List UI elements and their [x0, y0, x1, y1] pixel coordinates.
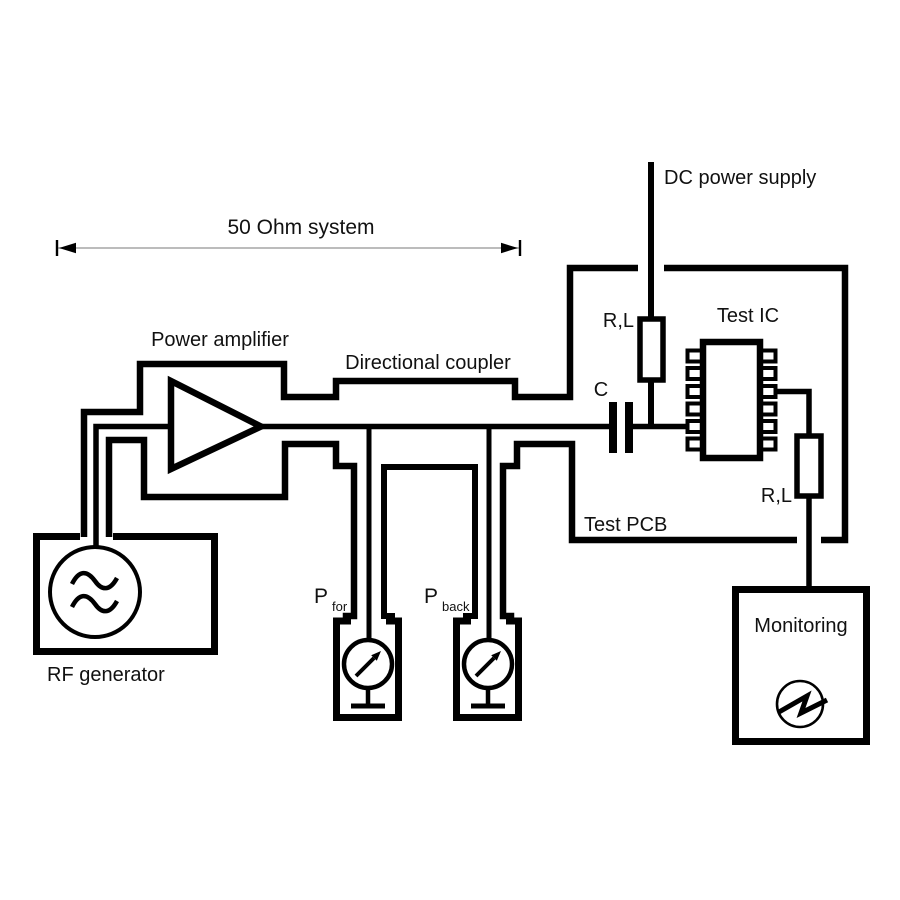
forward-power-meter: [333, 617, 402, 721]
arrowhead-left-icon: [59, 242, 76, 254]
test-pcb-box: [499, 264, 849, 622]
coupler-pipe-inner-boundary: [381, 464, 478, 622]
main-rf-conductor: [93, 423, 609, 548]
forward-power-label: P: [314, 585, 328, 608]
directional-coupler-label: Directional coupler: [345, 352, 511, 374]
amplifier-triangle-icon: [167, 375, 269, 475]
system-span-label: 50 Ohm system: [227, 216, 374, 239]
rf-generator-block: [33, 533, 218, 655]
gauge-needle-icon: [491, 651, 501, 661]
dimension-arrow: [55, 240, 522, 256]
backward-power-label: P: [424, 585, 438, 608]
dc-supply-label: DC power supply: [664, 167, 816, 189]
monitor-filter-label: R,L: [761, 485, 792, 507]
test-ic-chip: [685, 338, 778, 462]
monitor-wire-upper: [774, 388, 812, 437]
shield-upper-outline: [80, 264, 638, 537]
monitoring-label: Monitoring: [754, 615, 847, 637]
backward-power-subscript: back: [442, 599, 470, 614]
arrowhead-right-icon: [501, 242, 518, 254]
power-amplifier-label: Power amplifier: [151, 329, 289, 351]
monitoring-block: [732, 586, 870, 745]
ic-pins-left: [685, 348, 706, 452]
test-ic-label: Test IC: [717, 305, 779, 327]
capacitor-label: C: [594, 379, 608, 401]
ic-body: [699, 338, 764, 462]
test-pcb-label: Test PCB: [584, 514, 667, 536]
forward-power-subscript: for: [332, 599, 348, 614]
monitor-filter-resistor-symbol: [794, 433, 824, 499]
supply-filter-resistor-symbol: [637, 316, 666, 383]
rf-generator-label: RF generator: [47, 664, 165, 686]
shield-lower-outline: [105, 436, 358, 622]
supply-filter-label: R,L: [603, 310, 634, 332]
sine-source-icon: [48, 545, 142, 639]
sine-wave-icon: [69, 593, 119, 614]
capacitor-icon: [609, 402, 633, 453]
gauge-needle-icon: [371, 651, 381, 661]
sine-wave-icon: [69, 570, 119, 591]
backward-power-meter: [453, 617, 522, 721]
